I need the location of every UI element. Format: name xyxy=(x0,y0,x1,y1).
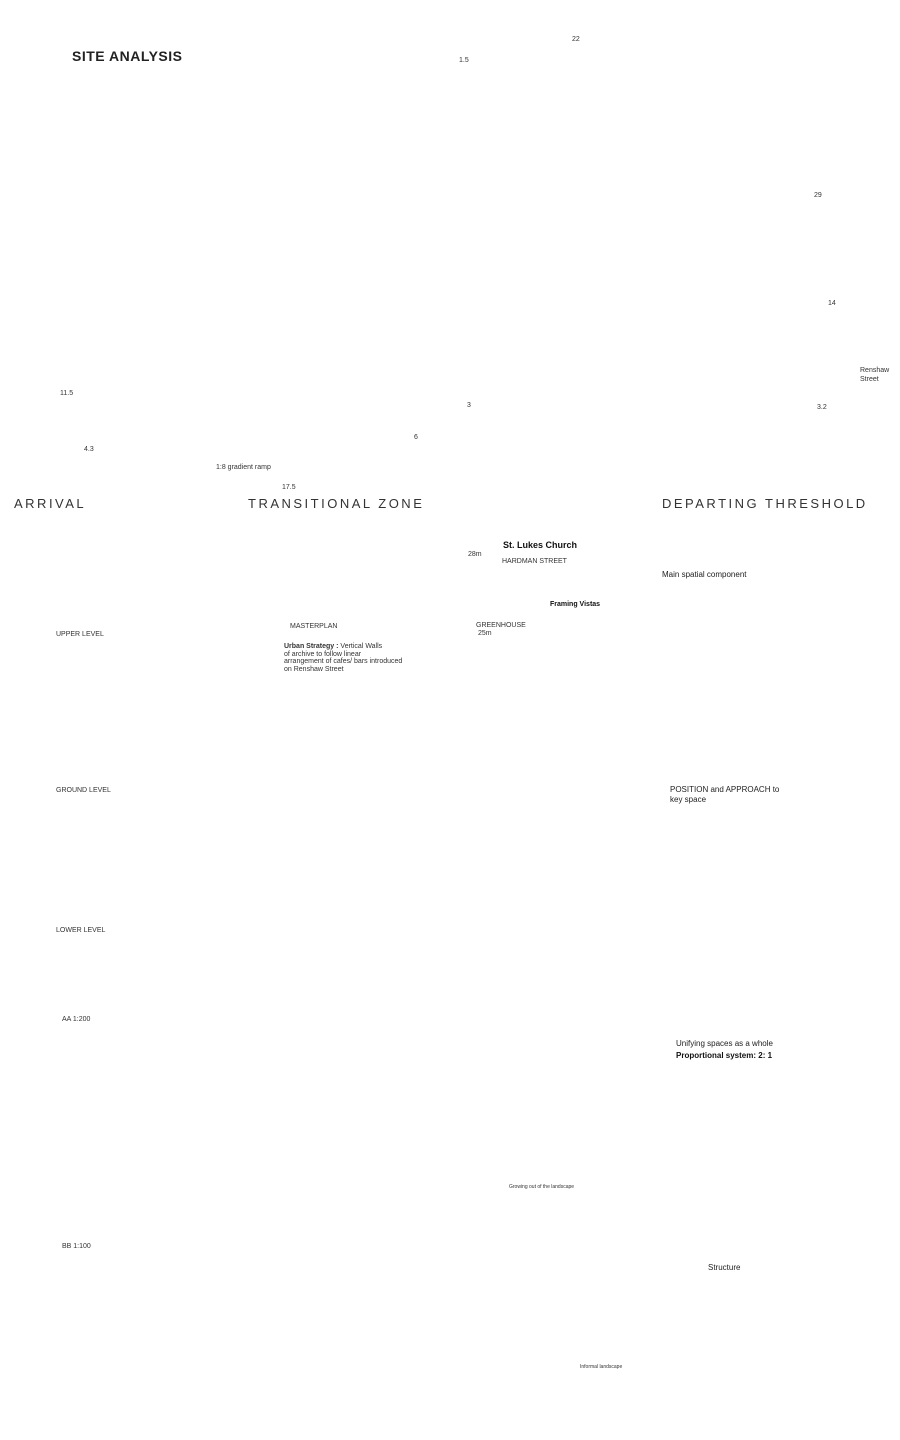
zone-transitional-label: TRANSITIONAL ZONE xyxy=(248,496,425,511)
section-upper-label: UPPER LEVEL xyxy=(56,631,104,638)
greenhouse-label: GREENHOUSE xyxy=(476,622,526,629)
structure-diagram xyxy=(720,1268,880,1407)
caption-informal: Informal landscape xyxy=(580,1364,623,1370)
section-bb-drawing xyxy=(60,1081,301,1223)
section-bb-scale: BB 1:100 xyxy=(62,1243,91,1250)
dim-left-height: 11.5 xyxy=(60,390,74,397)
lower-level-section xyxy=(30,963,320,997)
church-height: 28m xyxy=(468,551,482,558)
dim-window: 1.5 xyxy=(459,57,469,64)
proportional-label: Proportional system: 2: 1 xyxy=(676,1051,773,1060)
proportional-system-diagram xyxy=(749,1067,867,1181)
dim-top: 22 xyxy=(572,36,580,43)
spatial-component-diagram xyxy=(749,595,875,725)
dim-wall: 14 xyxy=(828,300,836,307)
position-label-2: key space xyxy=(670,795,707,804)
informal-landscape-drawing xyxy=(387,1261,640,1359)
masterplan-label: MASTERPLAN xyxy=(290,623,338,630)
dim-bottom-left: 4.3 xyxy=(84,446,94,453)
dim-gate: 3 xyxy=(467,402,471,409)
urban-strategy-line2: of archive to follow linear xyxy=(284,650,362,658)
church-label: St. Lukes Church xyxy=(503,540,578,550)
zone-departing-label: DEPARTING THRESHOLD xyxy=(662,496,868,511)
dim-ramp-note: 1:8 gradient ramp xyxy=(216,464,271,471)
urban-strategy-line1: Vertical Walls xyxy=(340,643,383,650)
position-approach-diagram xyxy=(770,819,877,989)
dim-height-right: 29 xyxy=(814,192,822,199)
ground-level-section xyxy=(30,829,320,887)
framing-vistas-label: Framing Vistas xyxy=(550,601,601,608)
upper-level-section xyxy=(30,679,320,749)
position-label-1: POSITION and APPROACH to xyxy=(670,785,780,794)
urban-strategy: Urban Strategy : Vertical Walls of archi… xyxy=(284,643,402,673)
caption-growing: Growing out of the landscape xyxy=(509,1184,575,1190)
unifying-label: Unifying spaces as a whole xyxy=(676,1039,773,1048)
structure-label: Structure xyxy=(708,1263,741,1272)
growing-landscape-drawing xyxy=(400,1091,600,1186)
section-ground-label: GROUND LEVEL xyxy=(56,787,111,794)
section-aa-scale: AA 1:200 xyxy=(62,1016,91,1023)
main-spatial-label: Main spatial component xyxy=(662,570,747,579)
dim-right-base: 3.2 xyxy=(817,404,827,411)
dim-depth: 6 xyxy=(414,434,418,441)
urban-strategy-title: Urban Strategy : xyxy=(284,643,339,650)
page-title: SITE ANALYSIS xyxy=(72,48,183,64)
hardman-street-label: HARDMAN STREET xyxy=(502,558,567,565)
long-elevation-drawing xyxy=(30,1294,401,1376)
section-lower-label: LOWER LEVEL xyxy=(56,927,106,934)
axonometric-model xyxy=(437,834,581,991)
dim-ramp: 17.5 xyxy=(282,484,296,491)
urban-strategy-line3: arrangement of cafes/ bars introduced xyxy=(284,658,403,665)
street-name-line1: Renshaw xyxy=(860,367,890,374)
zone-arrival-label: ARRIVAL xyxy=(14,496,87,511)
street-name-line2: Street xyxy=(860,376,879,383)
street-name: Renshaw Street xyxy=(860,366,889,384)
greenhouse-height: 25m xyxy=(478,630,492,637)
masterplan-perspective xyxy=(284,555,641,841)
site-section xyxy=(18,43,870,486)
urban-strategy-line4: on Renshaw Street xyxy=(284,665,344,673)
